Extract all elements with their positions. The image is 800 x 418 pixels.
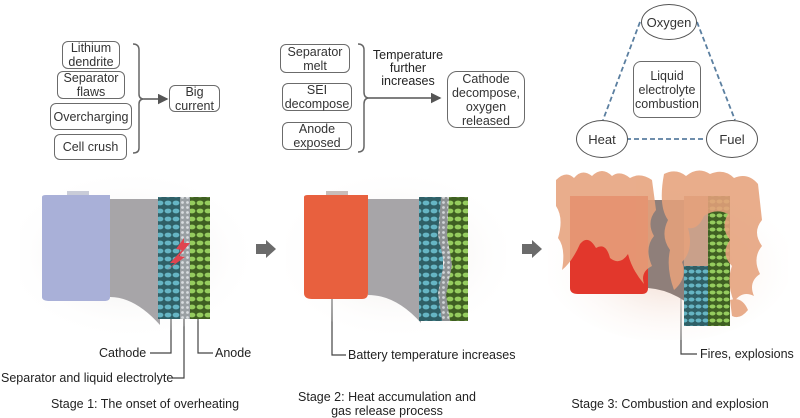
stage2-cathode-layer <box>419 197 443 321</box>
node-fuel: Fuel <box>706 120 758 158</box>
battery-temperature-label: Battery temperature increases <box>348 348 516 362</box>
cathode-label: Cathode <box>99 346 147 360</box>
separator-label: Separator and liquid electrolyte <box>1 371 174 385</box>
next-stage-arrow-icon <box>256 240 276 258</box>
result-big-current: Big current <box>169 85 220 113</box>
stage2-anode-layer <box>446 197 468 321</box>
node-oxygen: Oxygen <box>641 4 697 40</box>
result-cathode-decompose: Cathode decompose, oxygen released <box>447 71 525 128</box>
node-heat: Heat <box>576 120 628 158</box>
stage2-sheet <box>368 199 421 323</box>
anode-label: Anode <box>215 346 252 360</box>
separator-leader <box>172 318 185 379</box>
stage3-caption: Stage 3: Combustion and explosion <box>571 397 769 411</box>
stage2-caption: Stage 2: Heat accumulation and gas relea… <box>298 390 476 418</box>
stage1-caption: Stage 1: The onset of overheating <box>50 397 240 411</box>
stage3-anode-layer <box>708 196 730 326</box>
separator-layer <box>180 197 190 319</box>
stage1-sheet <box>110 199 160 325</box>
temperature-increases-label: Temperature further increases <box>372 48 444 88</box>
cause-overcharging: Overcharging <box>50 103 132 130</box>
stage2-cell <box>304 195 368 299</box>
cause-cell-crush: Cell crush <box>54 134 127 160</box>
cause-separator-flaws: Separator flaws <box>57 71 125 99</box>
flames <box>556 170 762 318</box>
stage1-bracket <box>132 43 145 154</box>
fire-triangle <box>602 21 736 140</box>
stage1-cell <box>42 195 110 301</box>
cathode-layer <box>158 197 180 319</box>
cause-lithium-dendrite: Lithium dendrite <box>62 41 120 69</box>
fires-explosions-label: Fires, explosions <box>700 347 794 361</box>
anode-layer <box>190 197 210 319</box>
stage3-cathode-layer <box>684 266 708 326</box>
anode-leader <box>197 318 213 354</box>
cause-sei-decompose: SEI decompose <box>282 83 352 111</box>
cause-anode-exposed: Anode exposed <box>282 122 352 150</box>
cause-separator-melt: Separator melt <box>280 44 350 73</box>
stage1-battery-illustration <box>20 175 250 335</box>
stage3-battery-illustration <box>548 170 788 340</box>
stage2-separator-layer <box>438 197 452 321</box>
liquid-electrolyte-combustion: Liquid electrolyte combustion <box>633 61 701 118</box>
lightning-icon <box>167 238 190 270</box>
next-stage-arrow-icon <box>522 240 542 258</box>
stage2-battery-illustration <box>286 175 506 335</box>
